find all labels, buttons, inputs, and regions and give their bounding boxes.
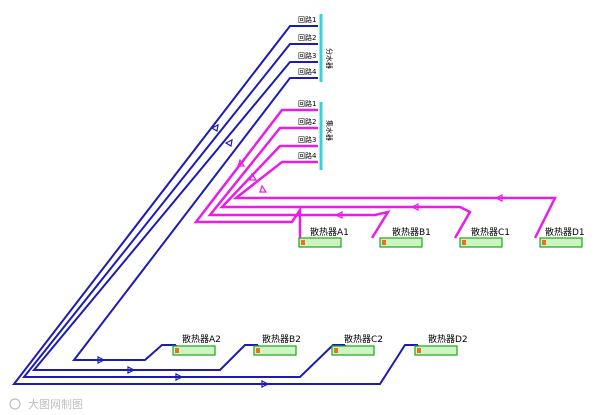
supply-loop-3: [31, 61, 318, 371]
arrow-icon: [334, 211, 343, 219]
return-loop-4: [232, 160, 558, 239]
arrow-icon: [237, 158, 246, 167]
radiator-d2-label: 散热器D2: [428, 333, 468, 345]
radiator-c1-label: 散热器C1: [471, 226, 510, 238]
top-outlet-label-4: 回路4: [298, 67, 317, 76]
bottom-outlet-label-1: 回路1: [298, 99, 316, 108]
top-outlet-label-1: 回路1: [298, 15, 316, 24]
supply-loop-1: [11, 25, 418, 385]
radiator-a1: 散热器A1: [298, 226, 349, 248]
top-outlet-label-3: 回路3: [298, 51, 316, 60]
supply-loop-4: [71, 77, 318, 361]
watermark-logo-icon: [9, 398, 21, 410]
radiator-a2: 散热器A2: [172, 333, 221, 356]
arrow-icon: [261, 380, 270, 388]
bottom-outlet-label-4: 回路4: [298, 151, 317, 160]
radiator-d1-label: 散热器D1: [545, 226, 585, 238]
radiator-a1-label: 散热器A1: [310, 226, 349, 238]
return-loop-3: [219, 144, 472, 239]
bottom-outlet-label-2: 回路2: [298, 117, 316, 126]
arrow-icon: [127, 366, 136, 374]
return-flow-arrows: [237, 158, 503, 219]
arrow-icon: [494, 194, 503, 202]
bottom-outlet-labels: 回路1 回路2 回路3 回路4: [298, 99, 317, 160]
top-outlet-label-2: 回路2: [298, 33, 316, 42]
watermark-text: 大图网制图: [28, 397, 83, 411]
arrow-icon: [224, 138, 233, 147]
supply-lines: [11, 25, 419, 385]
return-loop-2: [207, 126, 391, 239]
radiator-d2: 散热器D2: [414, 333, 468, 356]
arrow-icon: [97, 356, 106, 364]
watermark: 大图网制图: [9, 397, 83, 411]
arrow-icon: [249, 172, 258, 181]
radiators-upper: 散热器A1 散热器B1 散热器C1 散热器D1: [298, 226, 585, 248]
top-outlet-labels: 回路1 回路2 回路3 回路4: [298, 15, 317, 76]
return-lines: [193, 108, 558, 239]
arrow-icon: [259, 184, 268, 193]
radiator-b1: 散热器B1: [379, 226, 431, 248]
radiator-a2-label: 散热器A2: [182, 333, 221, 345]
supply-loop-2: [21, 43, 345, 378]
manifold-top-label: 分水器: [325, 48, 334, 69]
radiators-lower: 散热器A2 散热器B2 散热器C2 散热器D2: [172, 333, 468, 356]
bottom-outlet-label-3: 回路3: [298, 135, 316, 144]
arrow-icon: [210, 123, 219, 132]
arrow-icon: [410, 203, 419, 211]
radiator-b2: 散热器B2: [253, 333, 301, 356]
radiator-c2: 散热器C2: [331, 333, 383, 356]
manifold-bottom-label: 集水器: [325, 120, 334, 141]
radiator-c2-label: 散热器C2: [344, 333, 383, 345]
radiator-b2-label: 散热器B2: [262, 333, 301, 345]
radiator-d1: 散热器D1: [539, 226, 585, 248]
radiator-c1: 散热器C1: [459, 226, 510, 248]
radiator-b1-label: 散热器B1: [392, 226, 431, 238]
arrow-icon: [175, 373, 184, 381]
supply-flow-arrows: [97, 123, 270, 388]
